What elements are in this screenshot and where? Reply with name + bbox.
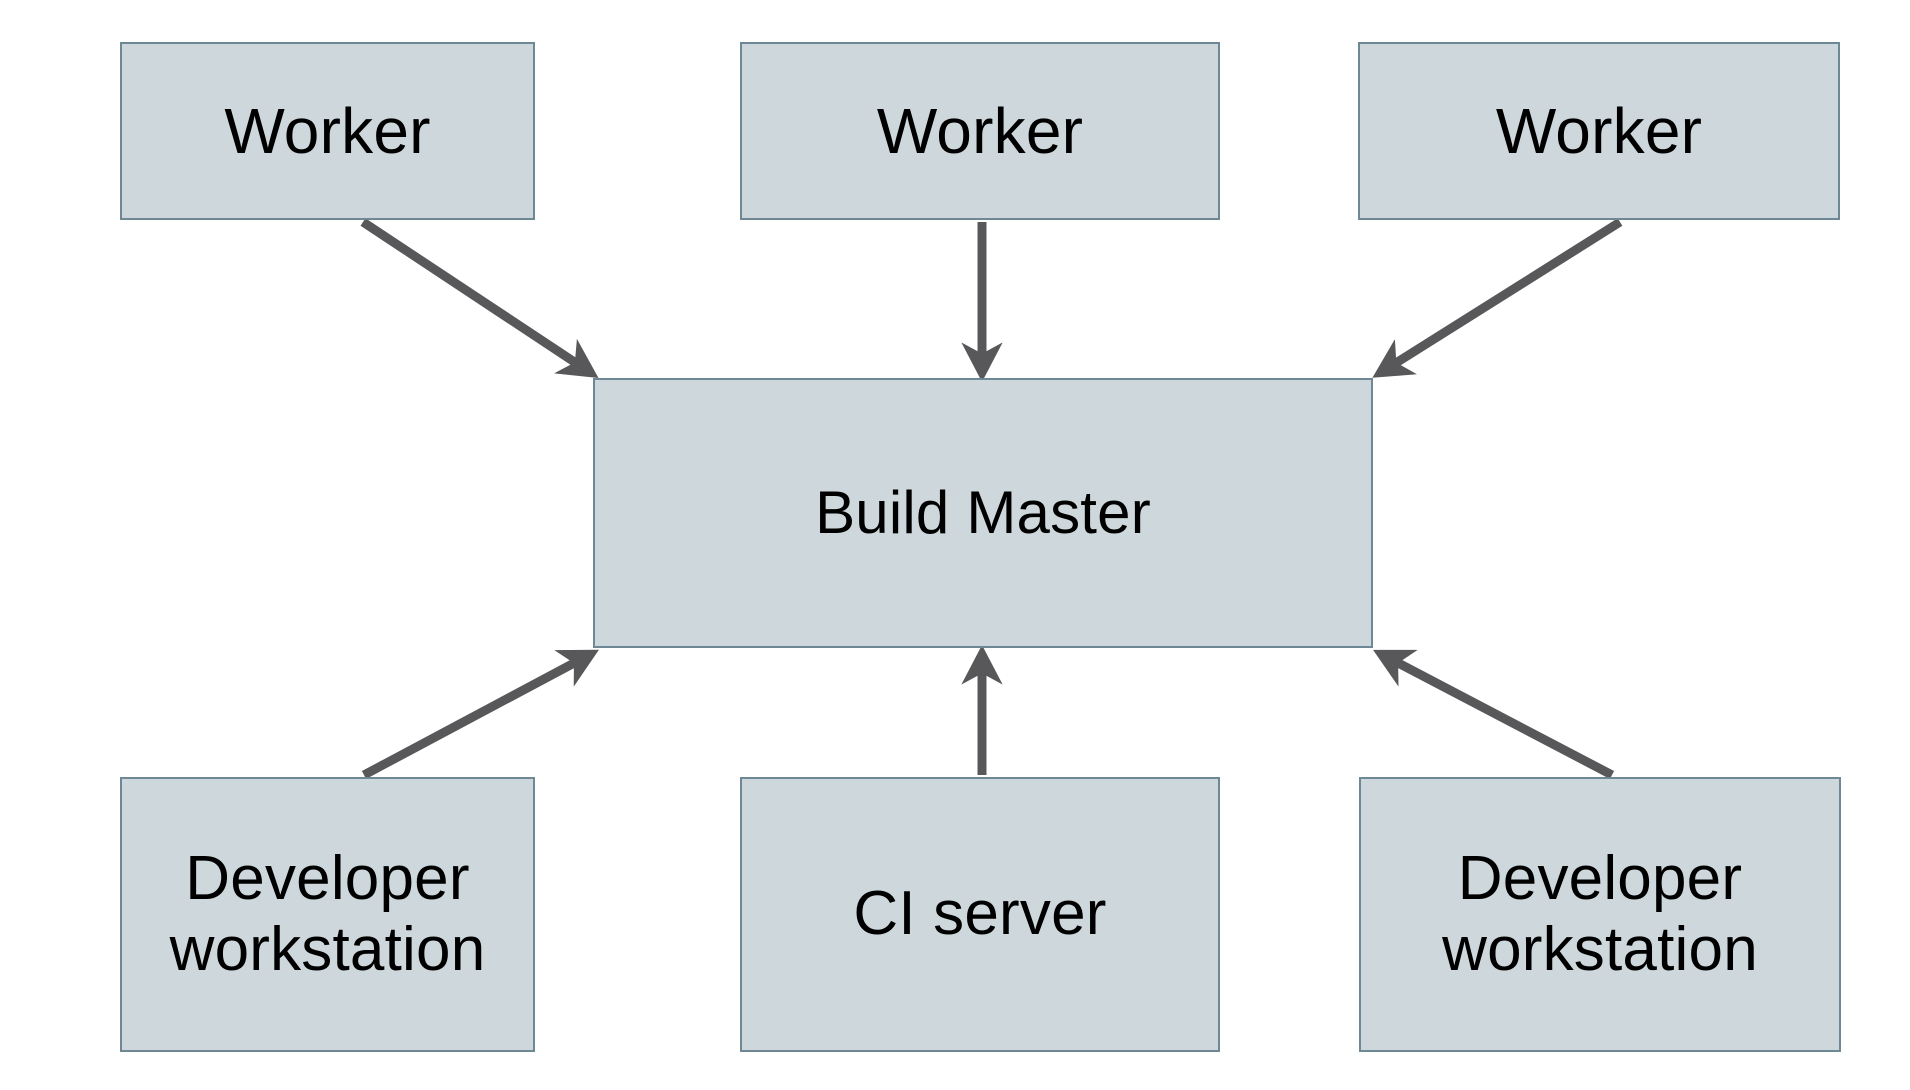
node-dev-workstation-left[interactable]: Developer workstation — [120, 777, 535, 1052]
node-worker-1[interactable]: Worker — [120, 42, 535, 220]
node-worker-2-label: Worker — [876, 94, 1084, 167]
node-worker-2[interactable]: Worker — [740, 42, 1220, 220]
edge-dev-workstation-right-to-build-master — [1373, 649, 1615, 779]
node-ci-server-label: CI server — [853, 879, 1107, 949]
node-ci-server[interactable]: CI server — [740, 777, 1220, 1052]
node-dev-workstation-right-label: Developer workstation — [1442, 843, 1758, 984]
node-worker-3[interactable]: Worker — [1358, 42, 1840, 220]
node-dev-workstation-left-label: Developer workstation — [169, 843, 486, 984]
node-build-master[interactable]: Build Master — [593, 378, 1373, 648]
edge-worker-1-to-build-master — [360, 218, 599, 378]
node-worker-1-label: Worker — [224, 94, 431, 167]
node-build-master-label: Build Master — [815, 478, 1151, 546]
edge-worker-3-to-build-master — [1372, 218, 1623, 378]
node-worker-3-label: Worker — [1495, 94, 1703, 167]
node-dev-workstation-right[interactable]: Developer workstation — [1359, 777, 1841, 1052]
edge-dev-workstation-left-to-build-master — [361, 649, 599, 779]
